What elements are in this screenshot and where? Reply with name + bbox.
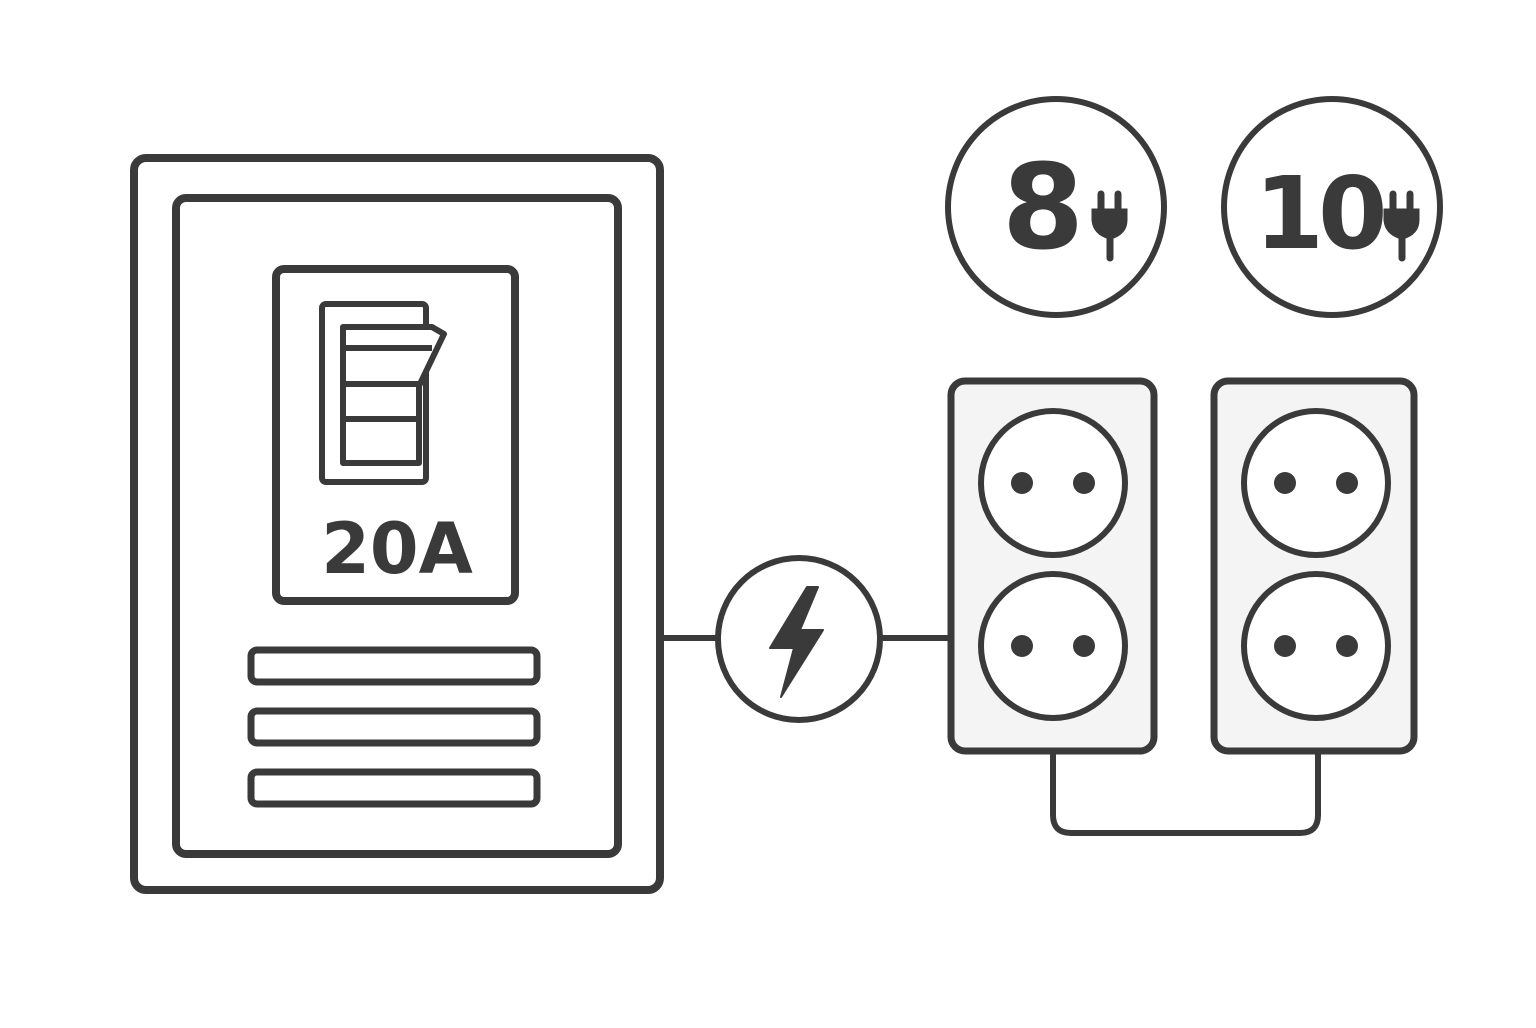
power-outlet-icon (978, 571, 1128, 721)
strip-a-count: 8 (1002, 138, 1084, 276)
plug-icon (1091, 190, 1128, 262)
circuit-breaker-icon (319, 301, 447, 485)
power-node (715, 555, 883, 723)
strip-b-count-badge: 10 (1221, 96, 1443, 318)
badge-circle (1221, 96, 1443, 318)
panel-slots (247, 646, 541, 808)
lightning-bolt-icon (769, 586, 824, 698)
wiring (657, 635, 1321, 836)
panel-slot (247, 646, 541, 686)
strip-a-count-badge: 8 (945, 96, 1167, 318)
plug-icon (1383, 190, 1420, 262)
panel-slot (247, 768, 541, 808)
strip-b-count: 10 (1254, 155, 1383, 272)
panel-slot (247, 707, 541, 747)
wire-strip-to-strip (1050, 749, 1321, 836)
breaker-rating-label: 20A (321, 508, 473, 590)
power-outlet-icon (1241, 571, 1391, 721)
circuit-breaker: 20A (272, 265, 519, 605)
panel-inner-frame (172, 194, 622, 858)
power-outlet-icon (978, 408, 1128, 558)
power-strip-a (947, 377, 1158, 755)
electrical-panel: 20A (130, 154, 664, 894)
power-outlet-icon (1241, 408, 1391, 558)
power-strip-b (1210, 377, 1418, 755)
